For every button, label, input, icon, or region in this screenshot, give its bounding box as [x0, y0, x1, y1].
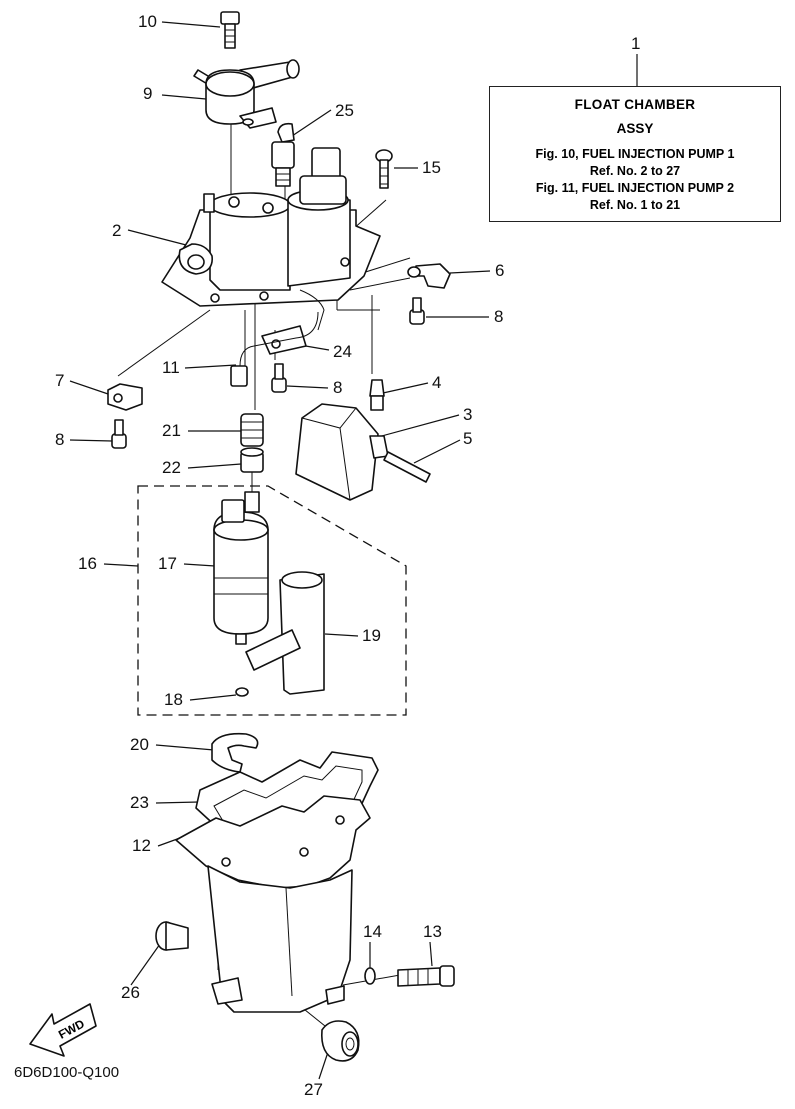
callout-5[interactable]: 5 — [463, 429, 472, 448]
callout-27[interactable]: 27 — [304, 1080, 323, 1099]
callout-17[interactable]: 17 — [158, 554, 177, 573]
housing-part-2[interactable] — [161, 147, 381, 331]
callout-13[interactable]: 13 — [423, 922, 442, 941]
callout-12[interactable]: 12 — [132, 836, 151, 855]
callout-8-b[interactable]: 8 — [333, 378, 342, 397]
callout-7[interactable]: 7 — [55, 371, 64, 390]
ref-line-3: Fig. 11, FUEL INJECTION PUMP 2 — [535, 181, 735, 195]
float-chamber-part-12[interactable] — [175, 795, 371, 1013]
callout-9[interactable]: 9 — [143, 84, 152, 103]
leader-lines — [69, 21, 638, 1080]
screw-part-8-b[interactable] — [271, 363, 287, 393]
callout-14[interactable]: 14 — [363, 922, 382, 941]
bracket-part-6[interactable] — [407, 263, 451, 289]
hose-fitting-part-25[interactable] — [271, 122, 295, 187]
ref-line-2: Ref. No. 2 to 27 — [589, 164, 681, 178]
cap-part-27[interactable] — [320, 1020, 360, 1062]
callout-21[interactable]: 21 — [162, 421, 181, 440]
pin-part-5[interactable] — [383, 451, 431, 483]
title-line-1: FLOAT CHAMBER — [574, 97, 696, 112]
callout-1[interactable]: 1 — [631, 34, 640, 53]
callout-10[interactable]: 10 — [138, 12, 157, 31]
ref-line-4: Ref. No. 1 to 21 — [589, 198, 681, 212]
valve-part-4[interactable] — [369, 379, 385, 411]
title-line-2: ASSY — [616, 121, 654, 136]
grommet-part-26[interactable] — [155, 921, 189, 951]
o-ring-part-14[interactable] — [364, 967, 376, 985]
callout-8-c[interactable]: 8 — [55, 430, 64, 449]
pump-assembly-group-outline — [137, 485, 407, 716]
callout-2[interactable]: 2 — [112, 221, 121, 240]
callout-16[interactable]: 16 — [78, 554, 97, 573]
callout-3[interactable]: 3 — [463, 405, 472, 424]
callout-26[interactable]: 26 — [121, 983, 140, 1002]
callout-15[interactable]: 15 — [422, 158, 441, 177]
callout-22[interactable]: 22 — [162, 458, 181, 477]
float-part-3[interactable] — [295, 403, 389, 501]
filter-screen-part-19[interactable] — [245, 571, 325, 695]
fwd-arrow-icon: FWD — [29, 1003, 97, 1057]
callout-18[interactable]: 18 — [164, 690, 183, 709]
diagram-code: 6D6D100-Q100 — [14, 1064, 120, 1081]
callout-20[interactable]: 20 — [130, 735, 149, 754]
screw-part-15[interactable] — [375, 149, 393, 189]
pressure-regulator-part-9[interactable] — [193, 59, 300, 129]
callout-4[interactable]: 4 — [432, 373, 441, 392]
bolt-part-10[interactable] — [220, 11, 240, 49]
callout-19[interactable]: 19 — [362, 626, 381, 645]
wire-harness-part-11[interactable] — [230, 311, 319, 387]
screw-part-8-a[interactable] — [409, 297, 425, 325]
screw-part-8-c[interactable] — [111, 419, 127, 449]
callout-11[interactable]: 11 — [162, 358, 180, 377]
fuel-pump-part-17[interactable] — [213, 491, 269, 645]
retainer-part-20[interactable] — [211, 732, 259, 773]
title-box: FLOAT CHAMBER ASSY Fig. 10, FUEL INJECTI… — [489, 86, 781, 222]
filter-part-21[interactable] — [240, 413, 264, 447]
callout-25[interactable]: 25 — [335, 101, 354, 120]
callout-23[interactable]: 23 — [130, 793, 149, 812]
callout-8-a[interactable]: 8 — [494, 307, 503, 326]
plate-part-7[interactable] — [107, 383, 143, 411]
callout-24[interactable]: 24 — [333, 342, 352, 361]
ref-line-1: Fig. 10, FUEL INJECTION PUMP 1 — [535, 147, 735, 161]
clip-part-18[interactable] — [235, 687, 249, 697]
callout-6[interactable]: 6 — [495, 261, 504, 280]
drain-screw-part-13[interactable] — [397, 965, 455, 987]
collar-part-22[interactable] — [240, 447, 264, 473]
